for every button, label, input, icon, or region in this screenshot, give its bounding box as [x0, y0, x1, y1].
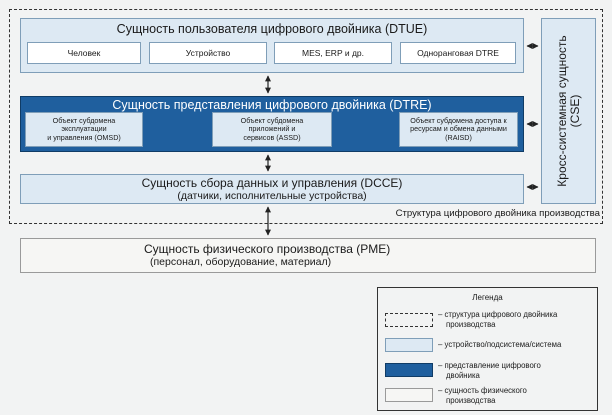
- dtre-subdomain-assd: Объект субдомена приложений и сервисов (…: [212, 112, 332, 147]
- legend-swatch-framework: [385, 313, 433, 327]
- legend-item-physical: – сущность физического производства: [438, 386, 594, 405]
- legend-physical-line-2: производства: [446, 395, 496, 405]
- cse-block: [541, 18, 596, 204]
- legend-device-line-1: – устройство/подсистема/система: [438, 340, 562, 349]
- omsd-line-2: эксплуатации: [61, 124, 107, 134]
- legend-physical-line-1: – сущность физического: [438, 386, 527, 395]
- raisd-line-3: (RAISD): [445, 132, 472, 142]
- raisd-line-2: ресурсам и обмена данными: [410, 124, 507, 134]
- framework-label: Структура цифрового двойника производств…: [395, 208, 600, 219]
- legend-swatch-device: [385, 338, 433, 352]
- dcce-title: Сущность сбора данных и управления (DCCE…: [141, 176, 403, 190]
- dtre-title: Сущность представления цифрового двойник…: [112, 97, 432, 112]
- legend-item-representation: – представление цифрового двойника: [438, 361, 594, 380]
- legend-representation-line-2: двойника: [446, 370, 480, 380]
- omsd-line-3: и управления (OMSD): [47, 132, 121, 142]
- omsd-line-1: Объект субдомена: [52, 115, 116, 125]
- legend-item-framework: – структура цифрового двойника производс…: [438, 310, 594, 329]
- dtre-subdomain-omsd: Объект субдомена эксплуатации и управлен…: [25, 112, 143, 147]
- pme-block: Сущность физического производства (PME) …: [20, 238, 596, 273]
- assd-line-3: сервисов (ASSD): [243, 132, 301, 142]
- dtue-item-peer-dtre: Одноранговая DTRE: [400, 42, 516, 64]
- dtue-item-device: Устройство: [149, 42, 267, 64]
- pme-title: Сущность физического производства (PME): [144, 242, 391, 256]
- dcce-block: Сущность сбора данных и управления (DCCE…: [20, 174, 524, 204]
- legend-swatch-representation: [385, 363, 433, 377]
- raisd-line-1: Объект субдомена доступа к: [410, 115, 507, 125]
- legend-representation-line-1: – представление цифрового: [438, 361, 541, 370]
- dcce-subtitle: (датчики, исполнительные устройства): [177, 190, 367, 202]
- legend-framework-line-1: – структура цифрового двойника: [438, 310, 558, 319]
- pme-subtitle: (персонал, оборудование, материал): [150, 256, 332, 268]
- dtue-item-mes-erp: MES, ERP и др.: [274, 42, 392, 64]
- legend-framework-line-2: производства: [446, 319, 496, 329]
- framework-boundary: [9, 9, 603, 224]
- assd-line-2: приложений и: [248, 124, 296, 134]
- dtue-title: Сущность пользователя цифрового двойника…: [116, 22, 428, 36]
- assd-line-1: Объект субдомена: [240, 115, 304, 125]
- legend-title: Легенда: [472, 292, 503, 302]
- legend-item-device: – устройство/подсистема/система: [438, 340, 594, 350]
- legend-swatch-physical: [385, 388, 433, 402]
- dtue-item-person: Человек: [27, 42, 141, 64]
- dtre-subdomain-raisd: Объект субдомена доступа к ресурсам и об…: [399, 112, 518, 147]
